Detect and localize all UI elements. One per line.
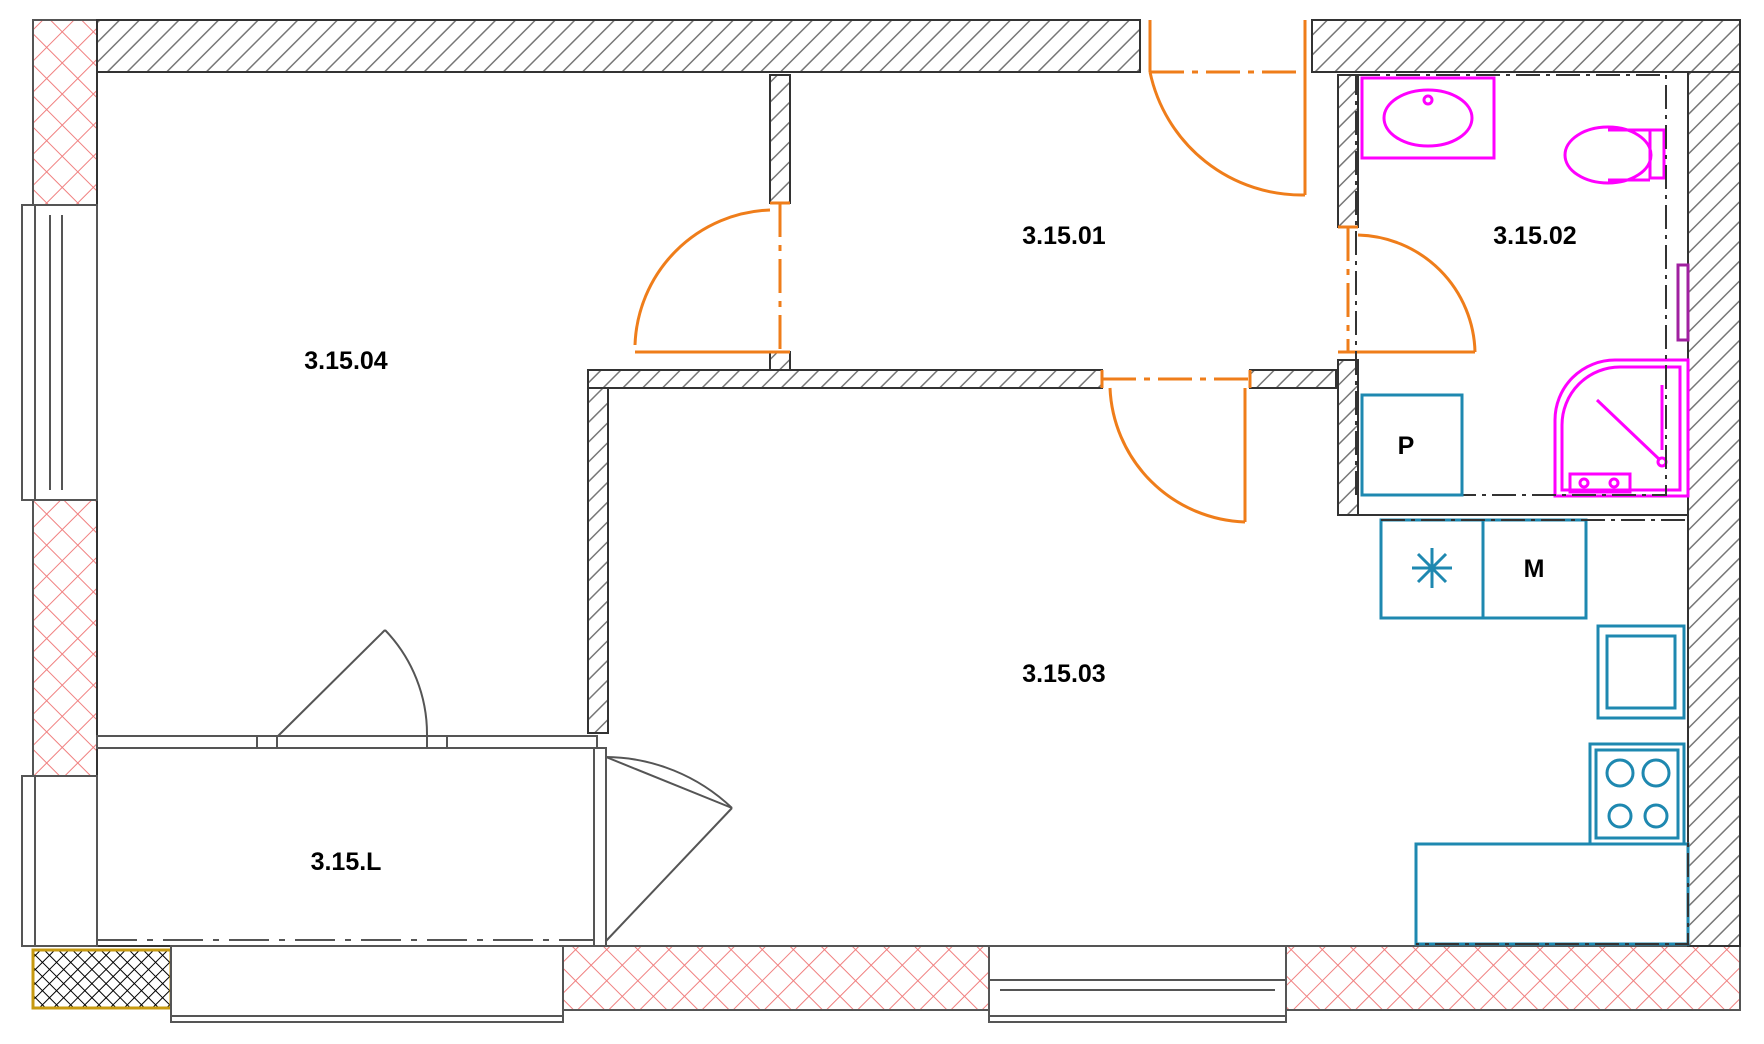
kitchen-fixtures: [1360, 393, 1690, 946]
room-label-3-15-03: 3.15.03: [1022, 660, 1105, 688]
microwave-label: M: [1524, 555, 1545, 583]
room-label-3-15-L: 3.15.L: [311, 848, 382, 876]
room-label-3-15-02: 3.15.02: [1493, 222, 1576, 250]
hatched-walls: [96, 19, 1741, 947]
bathroom-outline: [1355, 74, 1667, 496]
loggia-railing: [96, 735, 607, 947]
interior-doors: [633, 20, 1477, 524]
room-label-3-15-04: 3.15.04: [304, 347, 388, 375]
windows: [21, 204, 1287, 1023]
bathroom-fixtures: [1360, 76, 1690, 498]
kitchen-outline: [1381, 519, 1689, 945]
loggia-doors: [277, 629, 733, 942]
exterior-walls: [31, 19, 1741, 1011]
pantry-label: P: [1398, 432, 1415, 460]
room-label-3-15-01: 3.15.01: [1022, 222, 1106, 250]
outline-walls: [96, 71, 1688, 947]
